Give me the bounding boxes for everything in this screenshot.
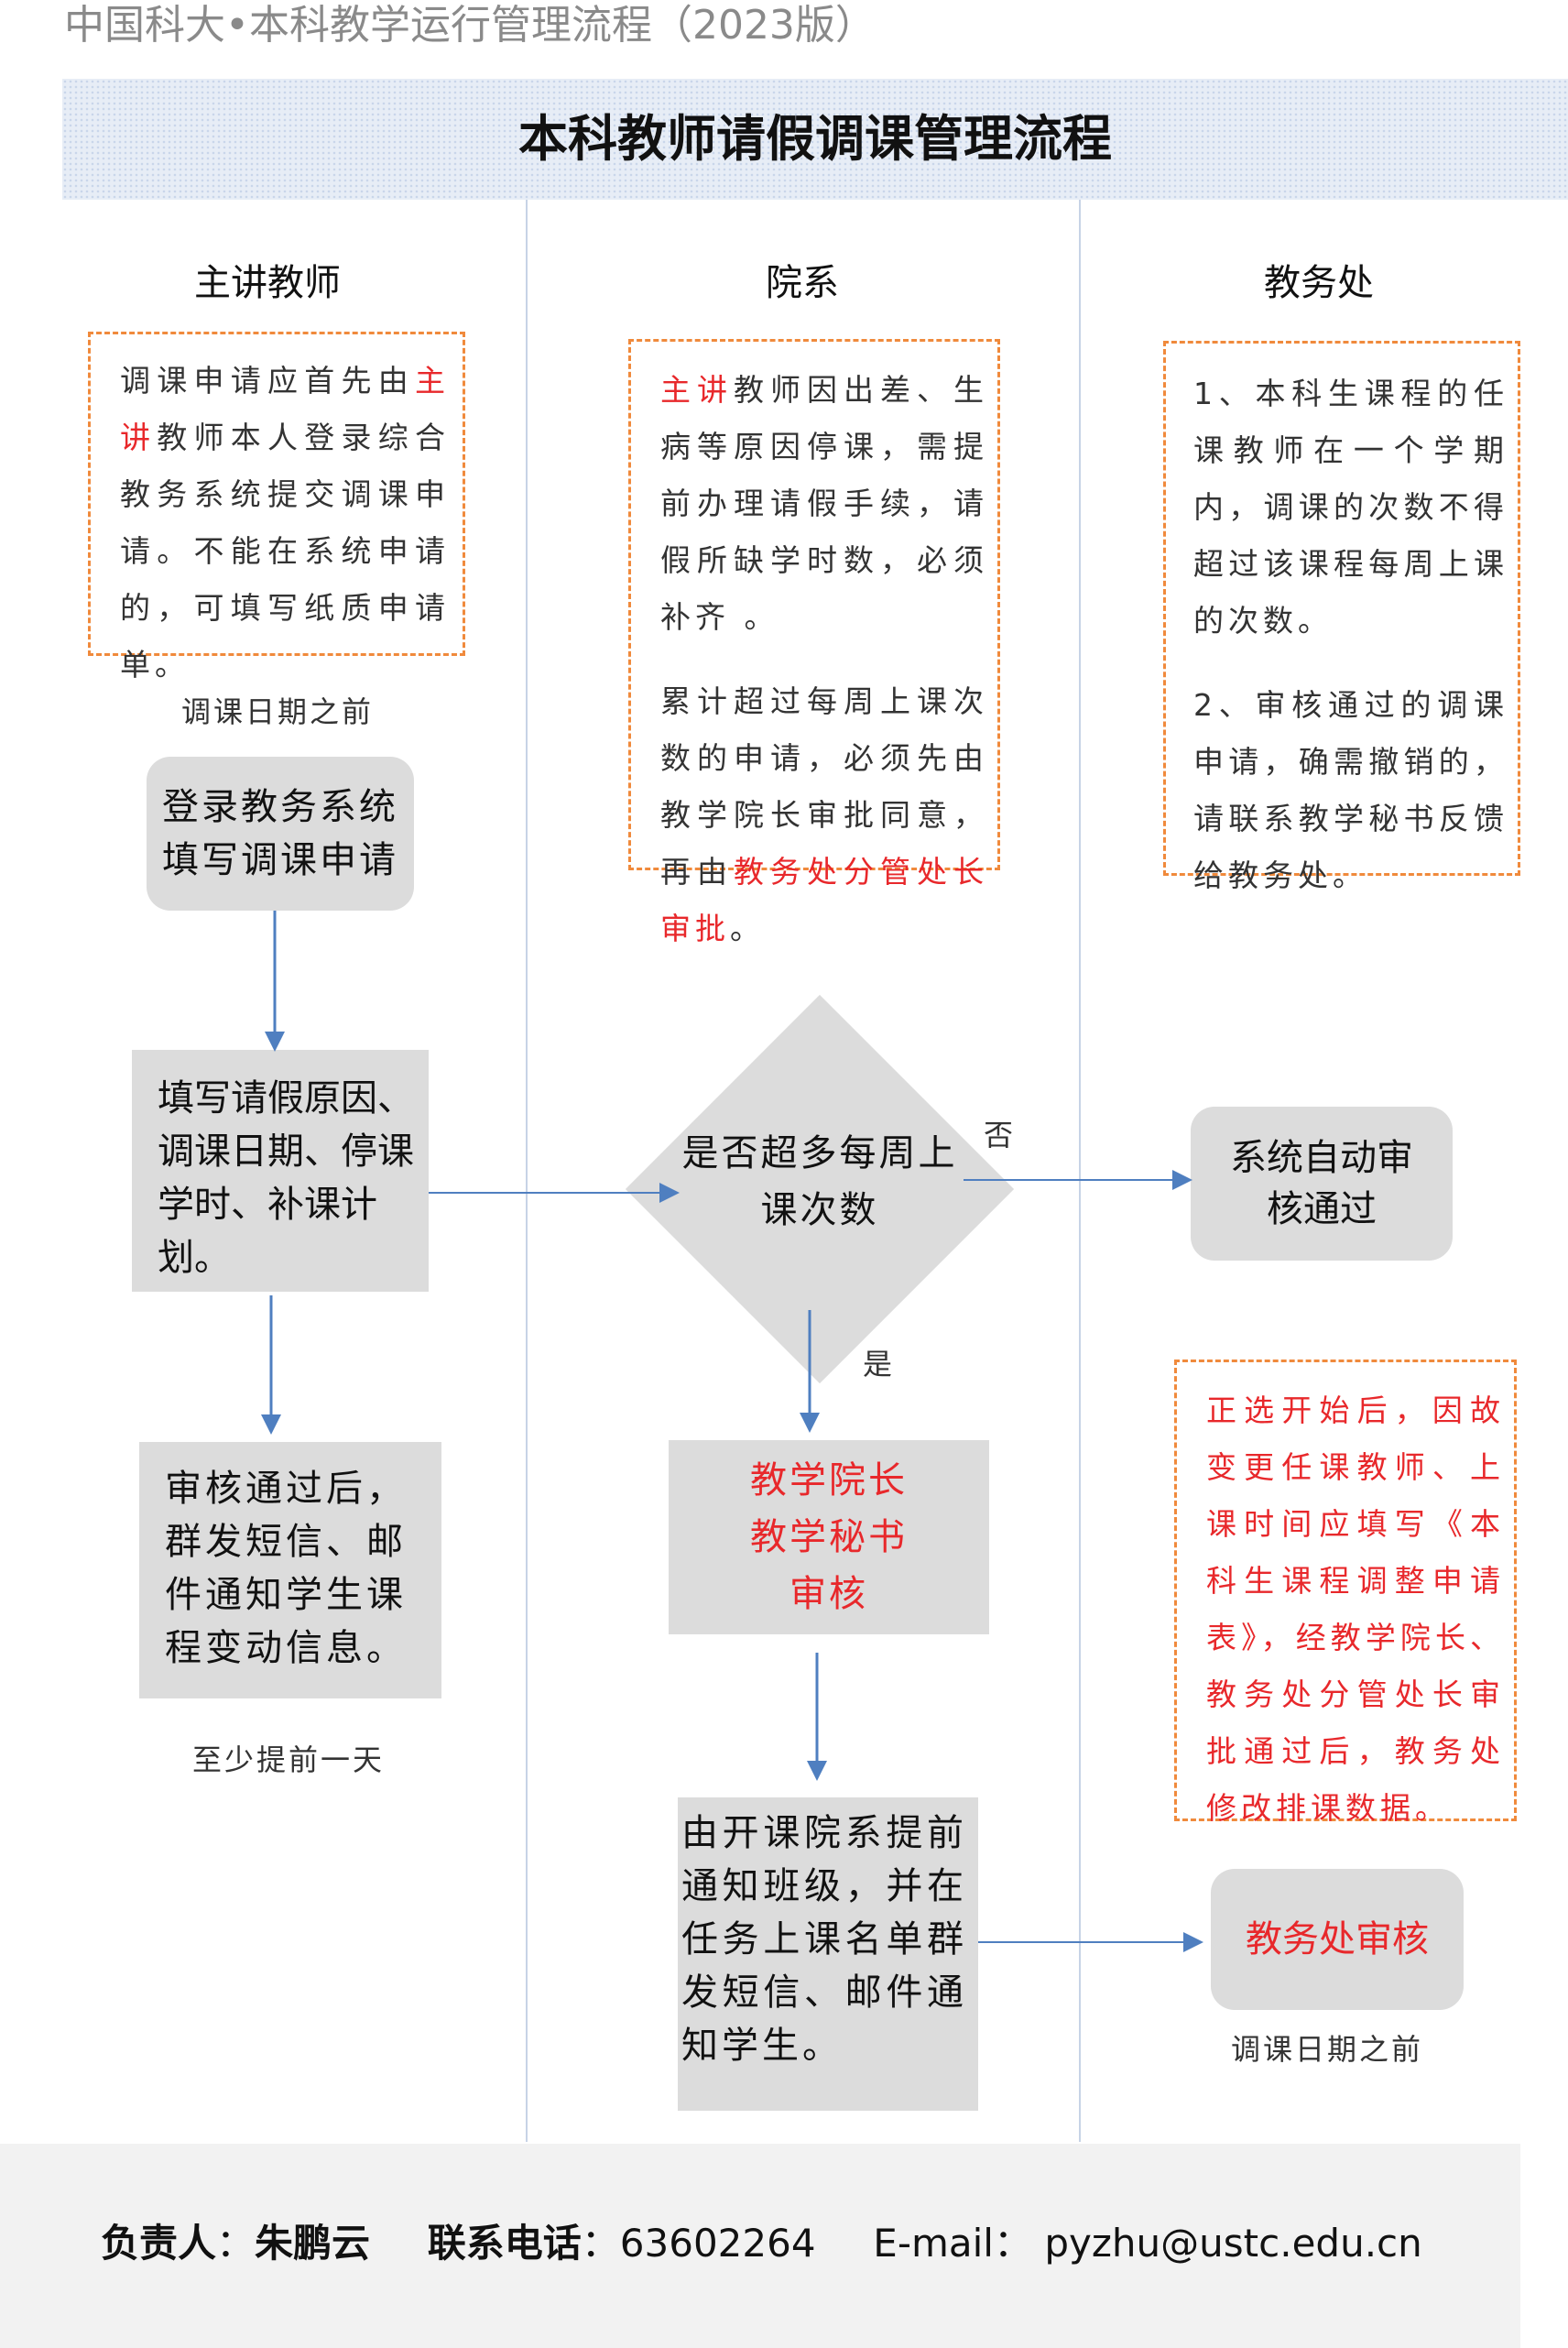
- office-adjustment-note: 正选开始后，因故变更任课教师、上课时间应填写《本科生课程调整申请表》，经教学院长…: [1174, 1360, 1517, 1826]
- footer-owner: 朱鹏云: [255, 2221, 371, 2266]
- footer: [0, 2144, 1520, 2348]
- footer-phone-label: 联系电话: [427, 2221, 582, 2266]
- caption-before-date-1: 调课日期之前: [181, 694, 375, 729]
- footer-email-label: E-mail: [873, 2221, 994, 2266]
- edge-label-yes: 是: [863, 1347, 893, 1381]
- flowchart-title: 本科教师请假调课管理流程: [518, 110, 1112, 168]
- node-dean-review: 教学院长教学秘书审核: [669, 1440, 989, 1634]
- dept-note-highlight-1: 主讲: [660, 372, 734, 408]
- lane-header-department: 院系: [766, 262, 839, 304]
- dept-note-text-2: 累计超过每周上课次数的申请，必须先由教学院长审批同意，再由: [660, 683, 988, 890]
- lane-header-office: 教务处: [1264, 262, 1374, 304]
- office-note: 1、本科生课程的任课教师在一个学期内，调课的次数不得超过该课程每周上课的次数。 …: [1163, 341, 1520, 893]
- teacher-note-highlight: 主讲: [120, 363, 450, 455]
- node-login-system: 登录教务系统填写调课申请: [147, 757, 414, 911]
- dept-note-text-1: 教师因出差、生病等原因停课，需提前办理请假手续，请假所缺学时数，必须补齐 。: [660, 372, 988, 635]
- dept-note-highlight-2: 教务处分管处长审批: [660, 854, 988, 946]
- teacher-note-text-1: 调课申请应首先由: [120, 363, 415, 399]
- node-notify-students: 审核通过后，群发短信、邮件通知学生课程变动信息。: [139, 1442, 441, 1698]
- footer-phone: 63602264: [619, 2221, 816, 2266]
- node-office-review: 教务处审核: [1211, 1869, 1464, 2010]
- caption-at-least-one-day: 至少提前一天: [192, 1742, 386, 1777]
- teacher-note: 调课申请应首先由主讲教师本人登录综合教务系统提交调课申请。不能在系统申请的，可填…: [88, 332, 465, 683]
- department-note: 主讲教师因出差、生病等原因停课，需提前办理请假手续，请假所缺学时数，必须补齐 。…: [628, 339, 1000, 946]
- node-fill-leave-form: 填写请假原因、调课日期、停课学时、补课计划。: [132, 1050, 429, 1292]
- office-note-item-1: 1、本科生课程的任课教师在一个学期内，调课的次数不得超过该课程每周上课的次数。: [1193, 376, 1508, 639]
- document-header: 中国科大•本科教学运行管理流程（2023版）: [64, 2, 876, 49]
- lane-header-teacher: 主讲教师: [194, 262, 341, 304]
- footer-contact: 负责人：朱鹏云 联系电话：63602264 E-mail： pyzhu@ustc…: [101, 2221, 1422, 2266]
- teacher-note-text-2: 教师本人登录综合教务系统提交调课申请。不能在系统申请的，可填写纸质申请单。: [120, 420, 450, 683]
- office-note-item-2: 2、审核通过的调课申请，确需撤销的，请联系教学秘书反馈给教务处。: [1193, 687, 1508, 893]
- footer-owner-label: 负责人: [101, 2221, 217, 2266]
- lane-divider-2: [1079, 200, 1081, 2142]
- node-dept-notify: 由开课院系提前通知班级，并在任务上课名单群发短信、邮件通知学生。: [678, 1797, 978, 2111]
- node-auto-approve: 系统自动审核通过: [1191, 1107, 1453, 1261]
- decision-text: 是否超多每周上课次数: [681, 1132, 958, 1231]
- edge-label-no: 否: [984, 1118, 1014, 1152]
- lane-divider-1: [526, 200, 528, 2142]
- caption-before-date-2: 调课日期之前: [1231, 2032, 1424, 2067]
- footer-email[interactable]: pyzhu@ustc.edu.cn: [1044, 2221, 1422, 2266]
- dept-note-text-3: 。: [730, 911, 765, 946]
- title-banner: [62, 79, 1568, 200]
